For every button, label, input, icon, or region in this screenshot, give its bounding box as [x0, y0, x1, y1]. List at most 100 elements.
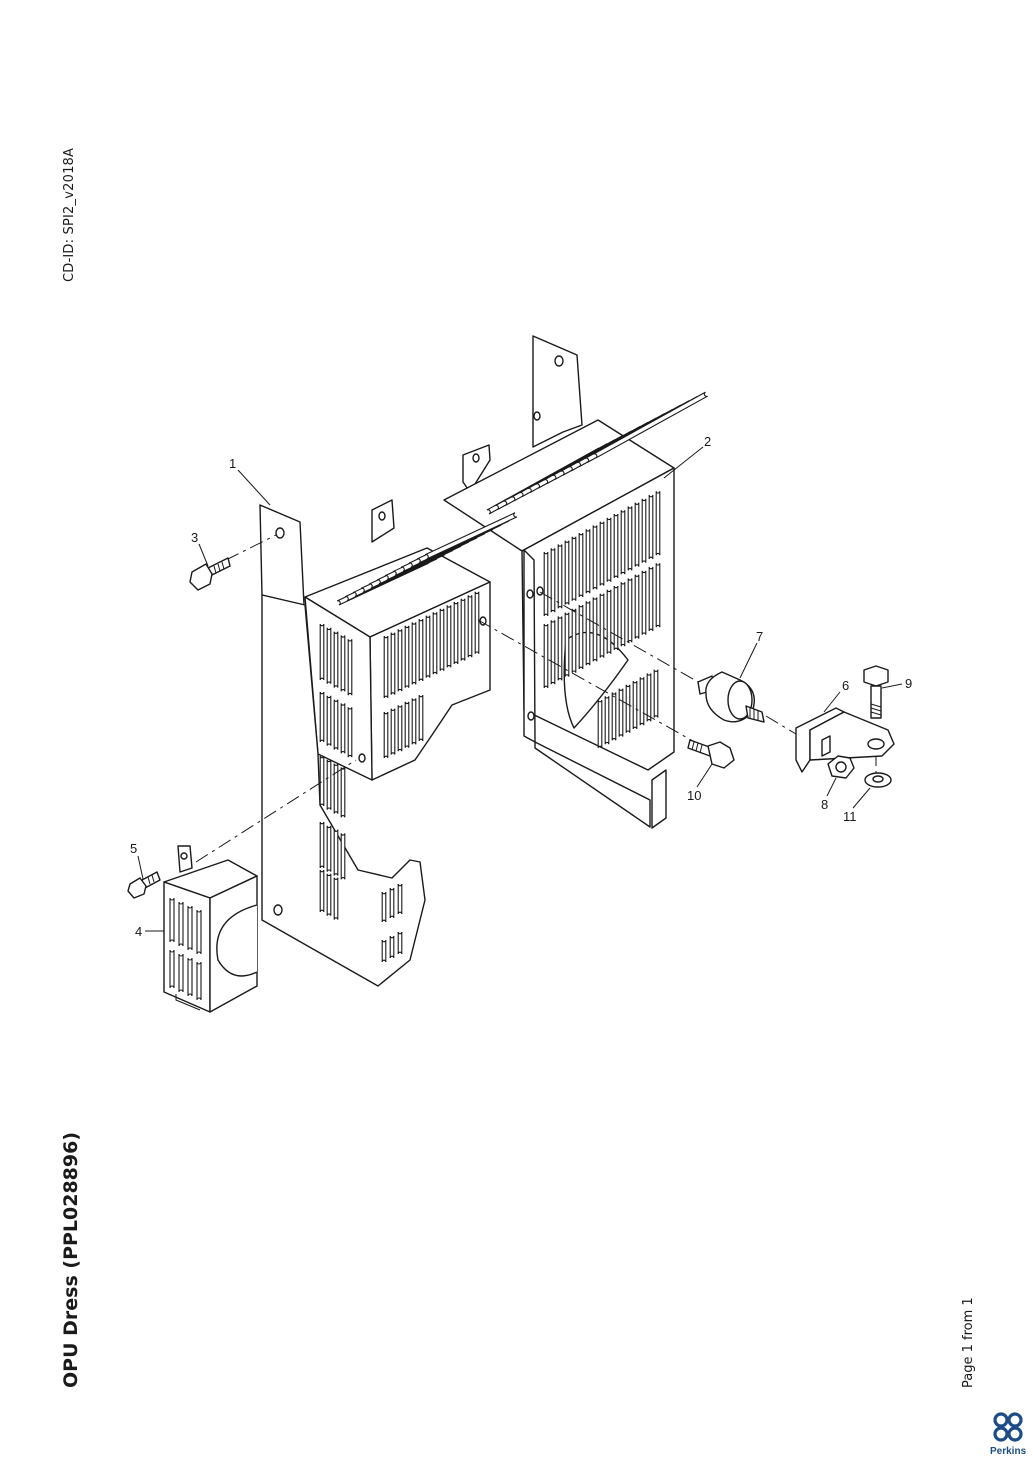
- vent-slot: [381, 939, 387, 963]
- part-3-bolt: [189, 557, 231, 591]
- vent-slot: [340, 635, 346, 692]
- vent-slot: [648, 494, 654, 560]
- vent-slot: [187, 957, 193, 997]
- vent-slot: [606, 517, 612, 582]
- vent-slot: [319, 869, 325, 913]
- vent-slot: [326, 627, 332, 684]
- part-5-bolt: [127, 871, 161, 899]
- perkins-logo: Perkins: [990, 1412, 1027, 1457]
- vent-slot: [592, 525, 598, 590]
- callout-10: 10: [687, 788, 701, 803]
- leader-lines: [137, 446, 903, 932]
- vent-slot: [571, 608, 577, 673]
- vent-slot: [620, 582, 626, 647]
- vent-slot: [453, 601, 459, 665]
- vent-slot: [627, 506, 633, 571]
- part-1-front-shield: [259, 499, 491, 987]
- vent-slot: [641, 570, 647, 635]
- vent-slot: [634, 502, 640, 567]
- callout-3: 3: [191, 530, 198, 545]
- vent-slot: [333, 699, 339, 750]
- vent-slot: [340, 767, 346, 818]
- callout-7: 7: [756, 629, 763, 644]
- vent-slot: [383, 635, 389, 699]
- vent-slot: [169, 949, 175, 989]
- vent-slot: [432, 612, 438, 675]
- vent-slot: [347, 639, 353, 696]
- vent-slot: [411, 622, 417, 685]
- vent-slot: [641, 498, 647, 563]
- vent-slot: [196, 961, 202, 1001]
- vent-slot: [397, 931, 403, 955]
- vent-slot: [564, 612, 570, 677]
- callout-4: 4: [135, 924, 142, 939]
- vent-slot: [620, 510, 626, 575]
- vent-slot: [326, 825, 332, 872]
- part-9-bolt: [863, 665, 889, 719]
- part-4-small-cover: [163, 845, 258, 1013]
- vent-slot: [653, 669, 659, 718]
- rear-top-vent-slots: [486, 391, 708, 515]
- front-face-vent-slots: [383, 591, 480, 759]
- vent-slot: [604, 696, 610, 745]
- vent-slot: [467, 595, 473, 658]
- vent-slot: [319, 691, 325, 743]
- vent-slot: [611, 692, 617, 741]
- vent-slot: [599, 593, 605, 658]
- vent-slot: [585, 529, 591, 594]
- part-7-rubber-mount: [697, 671, 765, 723]
- vent-slot: [460, 598, 466, 661]
- vent-slot: [326, 759, 332, 810]
- vent-slot: [333, 631, 339, 688]
- vent-slot: [543, 551, 549, 617]
- front-top-vent-slots: [336, 512, 518, 606]
- vent-slot: [613, 585, 619, 651]
- callout-5: 5: [130, 841, 137, 856]
- vent-slot: [389, 935, 395, 959]
- perkins-wordmark: Perkins: [990, 1446, 1027, 1457]
- vent-slot: [634, 574, 640, 639]
- vent-slot: [639, 677, 645, 726]
- vent-slot: [397, 629, 403, 692]
- callout-6: 6: [842, 678, 849, 693]
- vent-slot: [178, 901, 184, 947]
- vent-slot: [169, 897, 175, 943]
- vent-slot: [613, 513, 619, 579]
- vent-slot: [578, 604, 584, 670]
- vent-slot: [333, 763, 339, 814]
- vent-slot: [474, 591, 480, 654]
- vent-slot: [390, 708, 396, 755]
- vent-slot: [319, 821, 325, 869]
- callout-1: 1: [229, 456, 236, 471]
- part-10-bolt: [687, 739, 735, 769]
- vent-slot: [578, 532, 584, 598]
- vent-slot: [425, 615, 431, 678]
- vent-slot: [439, 608, 445, 671]
- front-side-vent-slots: [319, 623, 403, 963]
- vent-slot: [340, 703, 346, 754]
- vent-slot: [543, 623, 549, 689]
- vent-slot: [397, 883, 403, 915]
- vent-slot: [178, 953, 184, 993]
- vent-slot: [550, 548, 556, 613]
- vent-slot: [625, 684, 631, 733]
- vent-slot: [618, 688, 624, 737]
- vent-slot: [550, 620, 556, 685]
- callout-numbers: 1 2 3 4 5 6 7 8 9 10 11: [130, 434, 912, 939]
- vent-slot: [333, 829, 339, 876]
- vent-slot: [381, 891, 387, 923]
- vent-slot: [404, 625, 410, 688]
- vent-slot: [319, 623, 325, 681]
- cover-vent-slots: [169, 897, 202, 1001]
- vent-slot: [326, 695, 332, 746]
- part-11-washer: [864, 772, 892, 788]
- vent-slot: [655, 563, 661, 628]
- vent-slot: [389, 887, 395, 919]
- vent-slot: [397, 705, 403, 752]
- vent-slot: [418, 694, 424, 742]
- callout-11: 11: [843, 809, 857, 824]
- vent-slot: [418, 618, 424, 682]
- vent-slot: [390, 632, 396, 695]
- rear-face-vent-slots: [543, 491, 661, 749]
